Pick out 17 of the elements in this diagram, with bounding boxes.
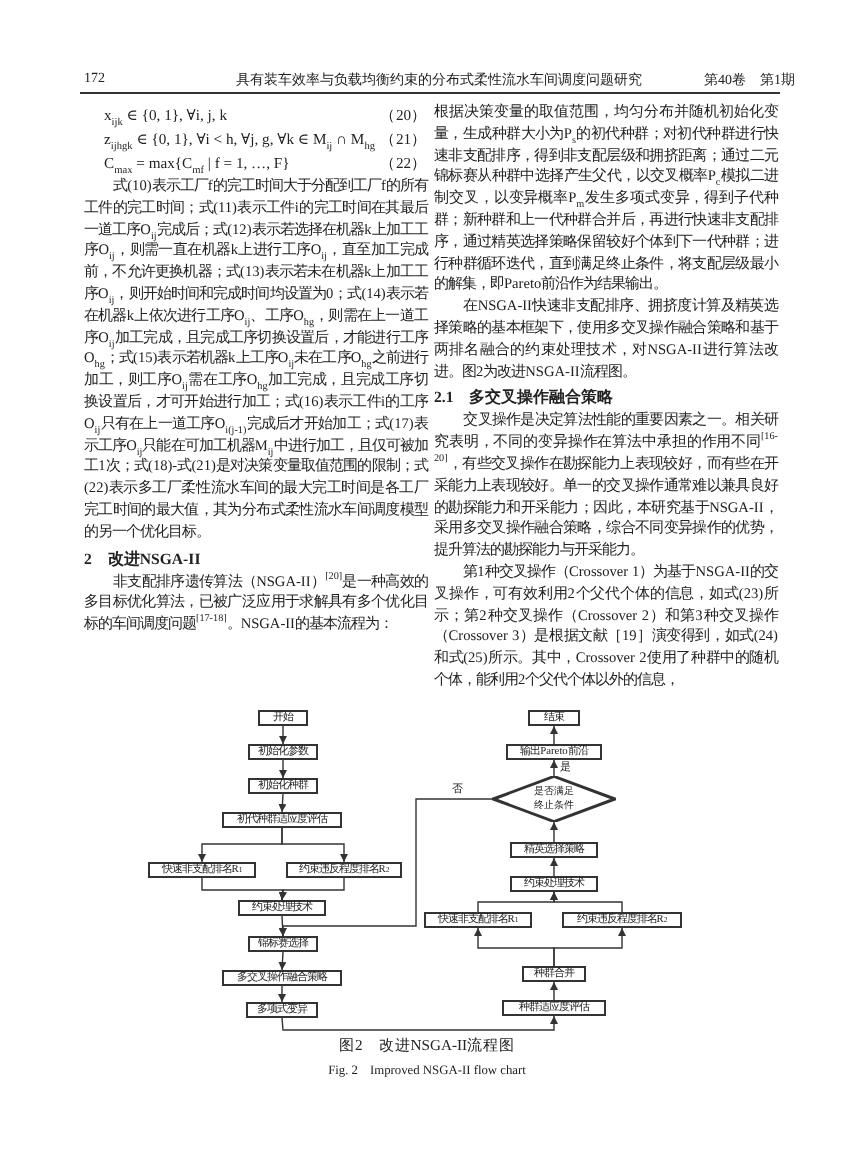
arrow <box>281 1015 558 1031</box>
arrow <box>279 798 493 937</box>
arrow <box>279 725 287 745</box>
arrow <box>278 877 345 901</box>
arrow <box>550 981 558 1001</box>
arrow <box>553 927 626 967</box>
arrow <box>278 951 287 971</box>
arrow <box>278 915 287 937</box>
arrow <box>550 857 558 877</box>
arrow <box>550 821 558 843</box>
arrow <box>550 725 558 745</box>
arrow <box>279 759 287 779</box>
arrow <box>550 759 558 777</box>
arrow <box>278 985 286 1003</box>
arrow <box>278 793 287 813</box>
arrow <box>281 827 348 863</box>
arrow <box>550 891 623 913</box>
